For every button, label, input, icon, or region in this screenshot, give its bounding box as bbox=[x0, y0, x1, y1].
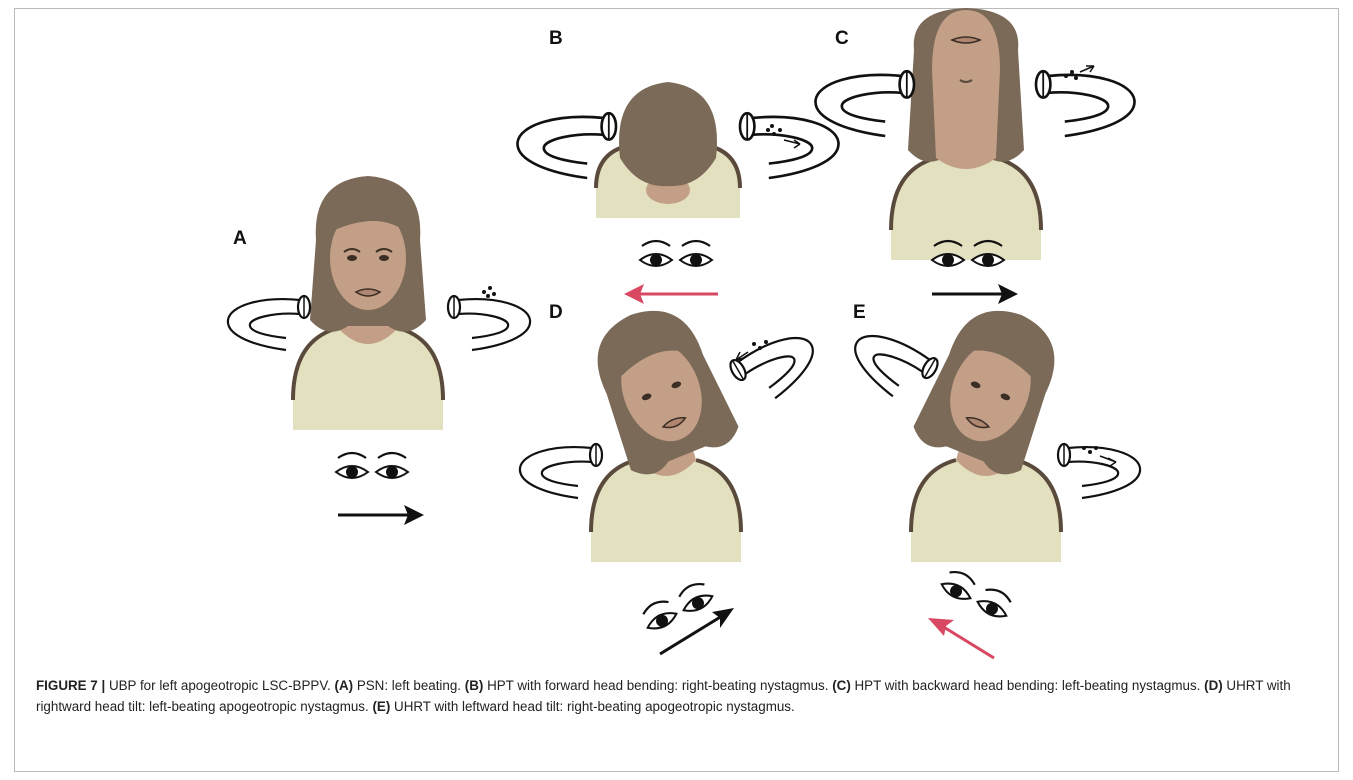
panel-label-c: C bbox=[835, 28, 849, 49]
canal-left-c bbox=[815, 71, 914, 136]
caption-tag-e: (E) bbox=[372, 699, 390, 714]
panel-label-a: A bbox=[233, 228, 247, 249]
canal-left-e bbox=[843, 320, 941, 408]
panel-label-d: D bbox=[549, 302, 563, 323]
canal-right-d bbox=[727, 322, 825, 410]
caption-tag-a: (A) bbox=[335, 678, 354, 693]
patient-bust-a bbox=[293, 176, 443, 430]
caption-text-b: HPT with forward head bending: right-bea… bbox=[483, 678, 832, 693]
canal-right-a bbox=[448, 296, 530, 350]
otolith-debris-a bbox=[482, 286, 496, 298]
figure-illustration: A B C bbox=[0, 0, 1353, 680]
caption-text-a: PSN: left beating. bbox=[353, 678, 465, 693]
panel-b: B bbox=[517, 28, 838, 304]
figure-caption: FIGURE 7 | UBP for left apogeotropic LSC… bbox=[36, 675, 1326, 717]
nystagmus-arrow-e bbox=[928, 618, 994, 658]
caption-tag-b: (B) bbox=[465, 678, 484, 693]
otolith-debris-c bbox=[1064, 66, 1094, 80]
panel-label-b: B bbox=[549, 28, 563, 49]
eyes-b bbox=[640, 241, 712, 266]
canal-right-b bbox=[740, 113, 839, 178]
caption-figure-label: FIGURE 7 | bbox=[36, 678, 105, 693]
eyes-a bbox=[336, 453, 408, 478]
otolith-debris-d bbox=[736, 340, 768, 360]
nystagmus-arrow-c bbox=[932, 284, 1018, 304]
caption-tag-c: (C) bbox=[832, 678, 851, 693]
eyes-d bbox=[639, 579, 715, 633]
panel-c: C bbox=[815, 8, 1134, 304]
caption-text-e: UHRT with leftward head tilt: right-beat… bbox=[390, 699, 794, 714]
canal-right-c bbox=[1036, 71, 1135, 136]
panel-e: E bbox=[843, 293, 1141, 658]
nystagmus-arrow-a bbox=[338, 505, 424, 525]
canal-left-a bbox=[228, 296, 310, 350]
panel-a: A bbox=[228, 176, 530, 525]
patient-bust-e bbox=[909, 293, 1075, 562]
panel-label-e: E bbox=[853, 302, 866, 323]
panel-d: D bbox=[520, 293, 826, 654]
nystagmus-arrow-b bbox=[624, 284, 718, 304]
patient-bust-c bbox=[891, 8, 1041, 260]
patient-bust-d bbox=[577, 293, 743, 562]
canal-right-e bbox=[1058, 444, 1140, 498]
patient-bust-b bbox=[596, 82, 740, 218]
caption-tag-d: (D) bbox=[1204, 678, 1223, 693]
caption-intro: UBP for left apogeotropic LSC-BPPV. bbox=[105, 678, 334, 693]
caption-text-c: HPT with backward head bending: left-bea… bbox=[851, 678, 1204, 693]
canal-left-d bbox=[520, 444, 602, 498]
eyes-e bbox=[939, 567, 1015, 621]
